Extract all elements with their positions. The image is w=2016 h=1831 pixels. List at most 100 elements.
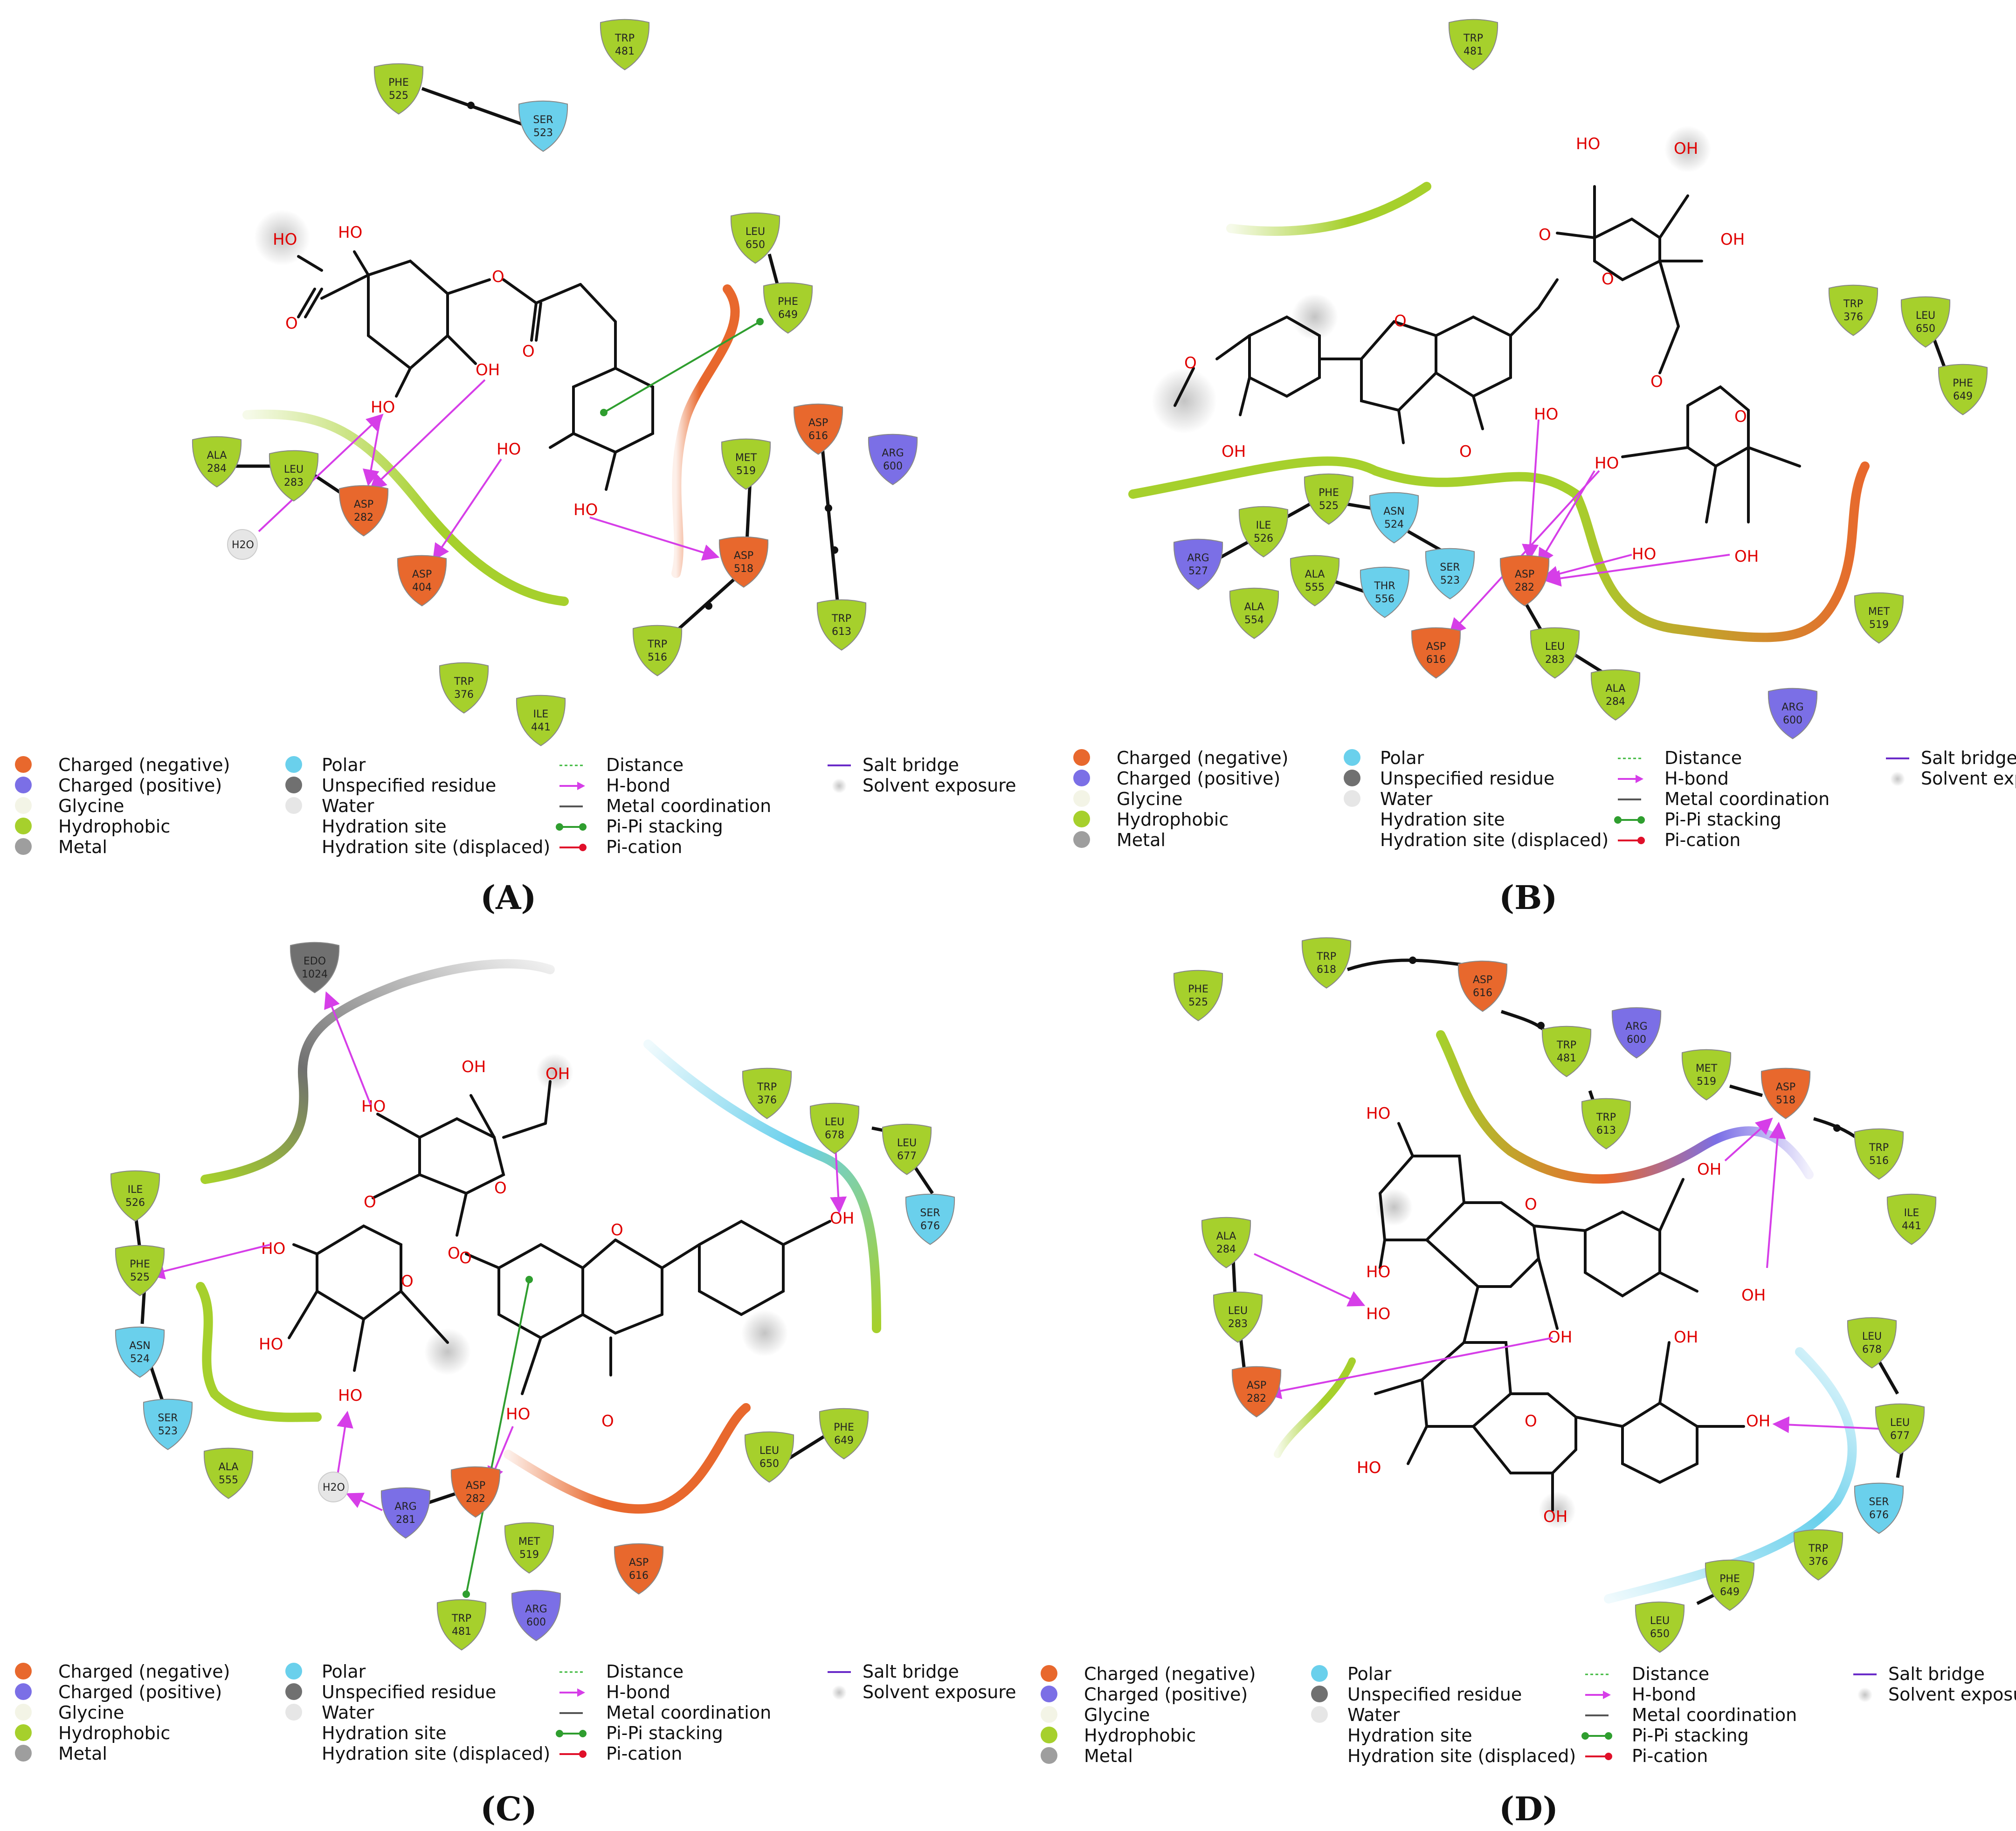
residue-number: 441 — [531, 722, 551, 733]
residue-shape — [1875, 1403, 1925, 1455]
ligand-atom-labels: HO O OH OH HO HO OH HO O OH OH HO OH — [1357, 1104, 1770, 1526]
residue-name: ALA — [1244, 601, 1264, 613]
residue-shape — [632, 625, 683, 676]
residue-name: MET — [518, 1536, 540, 1548]
legend-label: Salt bridge — [1888, 1664, 1985, 1684]
residue-number: 283 — [1228, 1318, 1248, 1330]
interaction-lines — [1231, 957, 1904, 1605]
residue-name: SER — [920, 1207, 940, 1219]
residue-shape — [192, 436, 242, 488]
residue-shape — [511, 1590, 561, 1641]
legend-label: Water — [1380, 789, 1433, 809]
residue-name: TRP — [1843, 298, 1863, 310]
residue-number: 519 — [1697, 1076, 1716, 1088]
residue-number: 284 — [1216, 1244, 1236, 1255]
legend-swatch — [15, 756, 32, 773]
legend-swatch — [1073, 770, 1090, 786]
residue-number: 650 — [1916, 323, 1935, 335]
residue-shape — [1590, 669, 1641, 721]
residue-shape — [1448, 19, 1498, 70]
residue-number: 404 — [412, 582, 432, 593]
legend-label: Metal coordination — [606, 1702, 771, 1723]
legend-label: Hydration site — [1380, 809, 1505, 830]
residue-name: ARG — [1625, 1021, 1647, 1033]
residue-shape — [1681, 1049, 1732, 1101]
residue-name: ILE — [1256, 520, 1271, 531]
residue-name: LEU — [1650, 1615, 1670, 1627]
residue-shape — [1425, 548, 1475, 599]
atom-label: OH — [1674, 139, 1698, 158]
residue-name: ASP — [629, 1557, 649, 1569]
legend-swatch — [1857, 1687, 1872, 1702]
residue-shape — [450, 1466, 501, 1518]
solvent-exposure-halo — [741, 1310, 788, 1356]
residue-name: ASP — [466, 1480, 485, 1492]
ligand-atom-labels: OH OH HO O O O O HO HO O HO O HO OH O — [259, 1058, 854, 1431]
atom-label: O — [1394, 312, 1407, 330]
residue-number: 525 — [389, 90, 408, 102]
residue-shape — [1530, 627, 1580, 679]
legend-label: Polar — [1347, 1664, 1392, 1684]
residue-shape — [1411, 627, 1461, 679]
residue-name: LEU — [1916, 310, 1935, 322]
legend-label: H-bond — [1632, 1684, 1696, 1705]
legend-label: Pi-cation — [606, 1743, 682, 1764]
residue-name: EDO — [304, 956, 326, 967]
atom-label: HO — [506, 1405, 530, 1424]
residue-number: 600 — [1627, 1034, 1646, 1046]
legend-swatch — [15, 1683, 32, 1700]
residue-name: LEU — [1890, 1417, 1910, 1429]
residue-shape — [373, 63, 424, 115]
legend-label: Hydrophobic — [58, 816, 170, 837]
legend-swatch — [15, 838, 32, 855]
residue-name: PHE — [1188, 984, 1208, 995]
legend-swatch — [15, 1745, 32, 1762]
legend-swatch — [285, 1704, 302, 1721]
residue-number: 519 — [736, 465, 756, 477]
atom-label: OH — [1697, 1160, 1721, 1179]
legend-label: Distance — [1632, 1664, 1709, 1684]
atom-label: HO — [1357, 1459, 1381, 1477]
residue-name: PHE — [130, 1259, 150, 1270]
legend-label: Water — [322, 796, 374, 816]
residue-shape — [1238, 506, 1289, 558]
legend-swatch — [1605, 1753, 1612, 1760]
residue-number: 523 — [158, 1425, 178, 1437]
residue-name: ASN — [1383, 506, 1404, 517]
residue-name: ASP — [354, 499, 373, 510]
residue-number: 556 — [1375, 593, 1395, 605]
legend-swatch — [1636, 775, 1643, 783]
legend-label: Metal — [58, 1743, 107, 1764]
legend-swatch — [1637, 816, 1645, 824]
atom-label: O — [1525, 1412, 1537, 1431]
residue-number: 481 — [615, 46, 635, 57]
ligand-structure — [288, 1080, 831, 1395]
residue-name: ASN — [129, 1340, 150, 1352]
residue-shape — [905, 1193, 955, 1245]
residue-group: TRP481PHE525SER523LEU650PHE649ASP616ARG6… — [192, 19, 918, 746]
atom-label: OH — [1734, 547, 1759, 566]
legend-label: Water — [322, 1702, 374, 1723]
residue-name: TRP — [757, 1081, 777, 1093]
residue-shape — [436, 1599, 487, 1651]
residue-name: ASP — [1515, 569, 1534, 580]
panel-d: HO O OH OH HO HO OH HO O OH OH HO OH — [1173, 937, 1937, 1828]
residue-number: 1024 — [302, 969, 328, 980]
legend-label: Charged (negative) — [1084, 1664, 1256, 1684]
atom-label: HO — [338, 1386, 362, 1405]
